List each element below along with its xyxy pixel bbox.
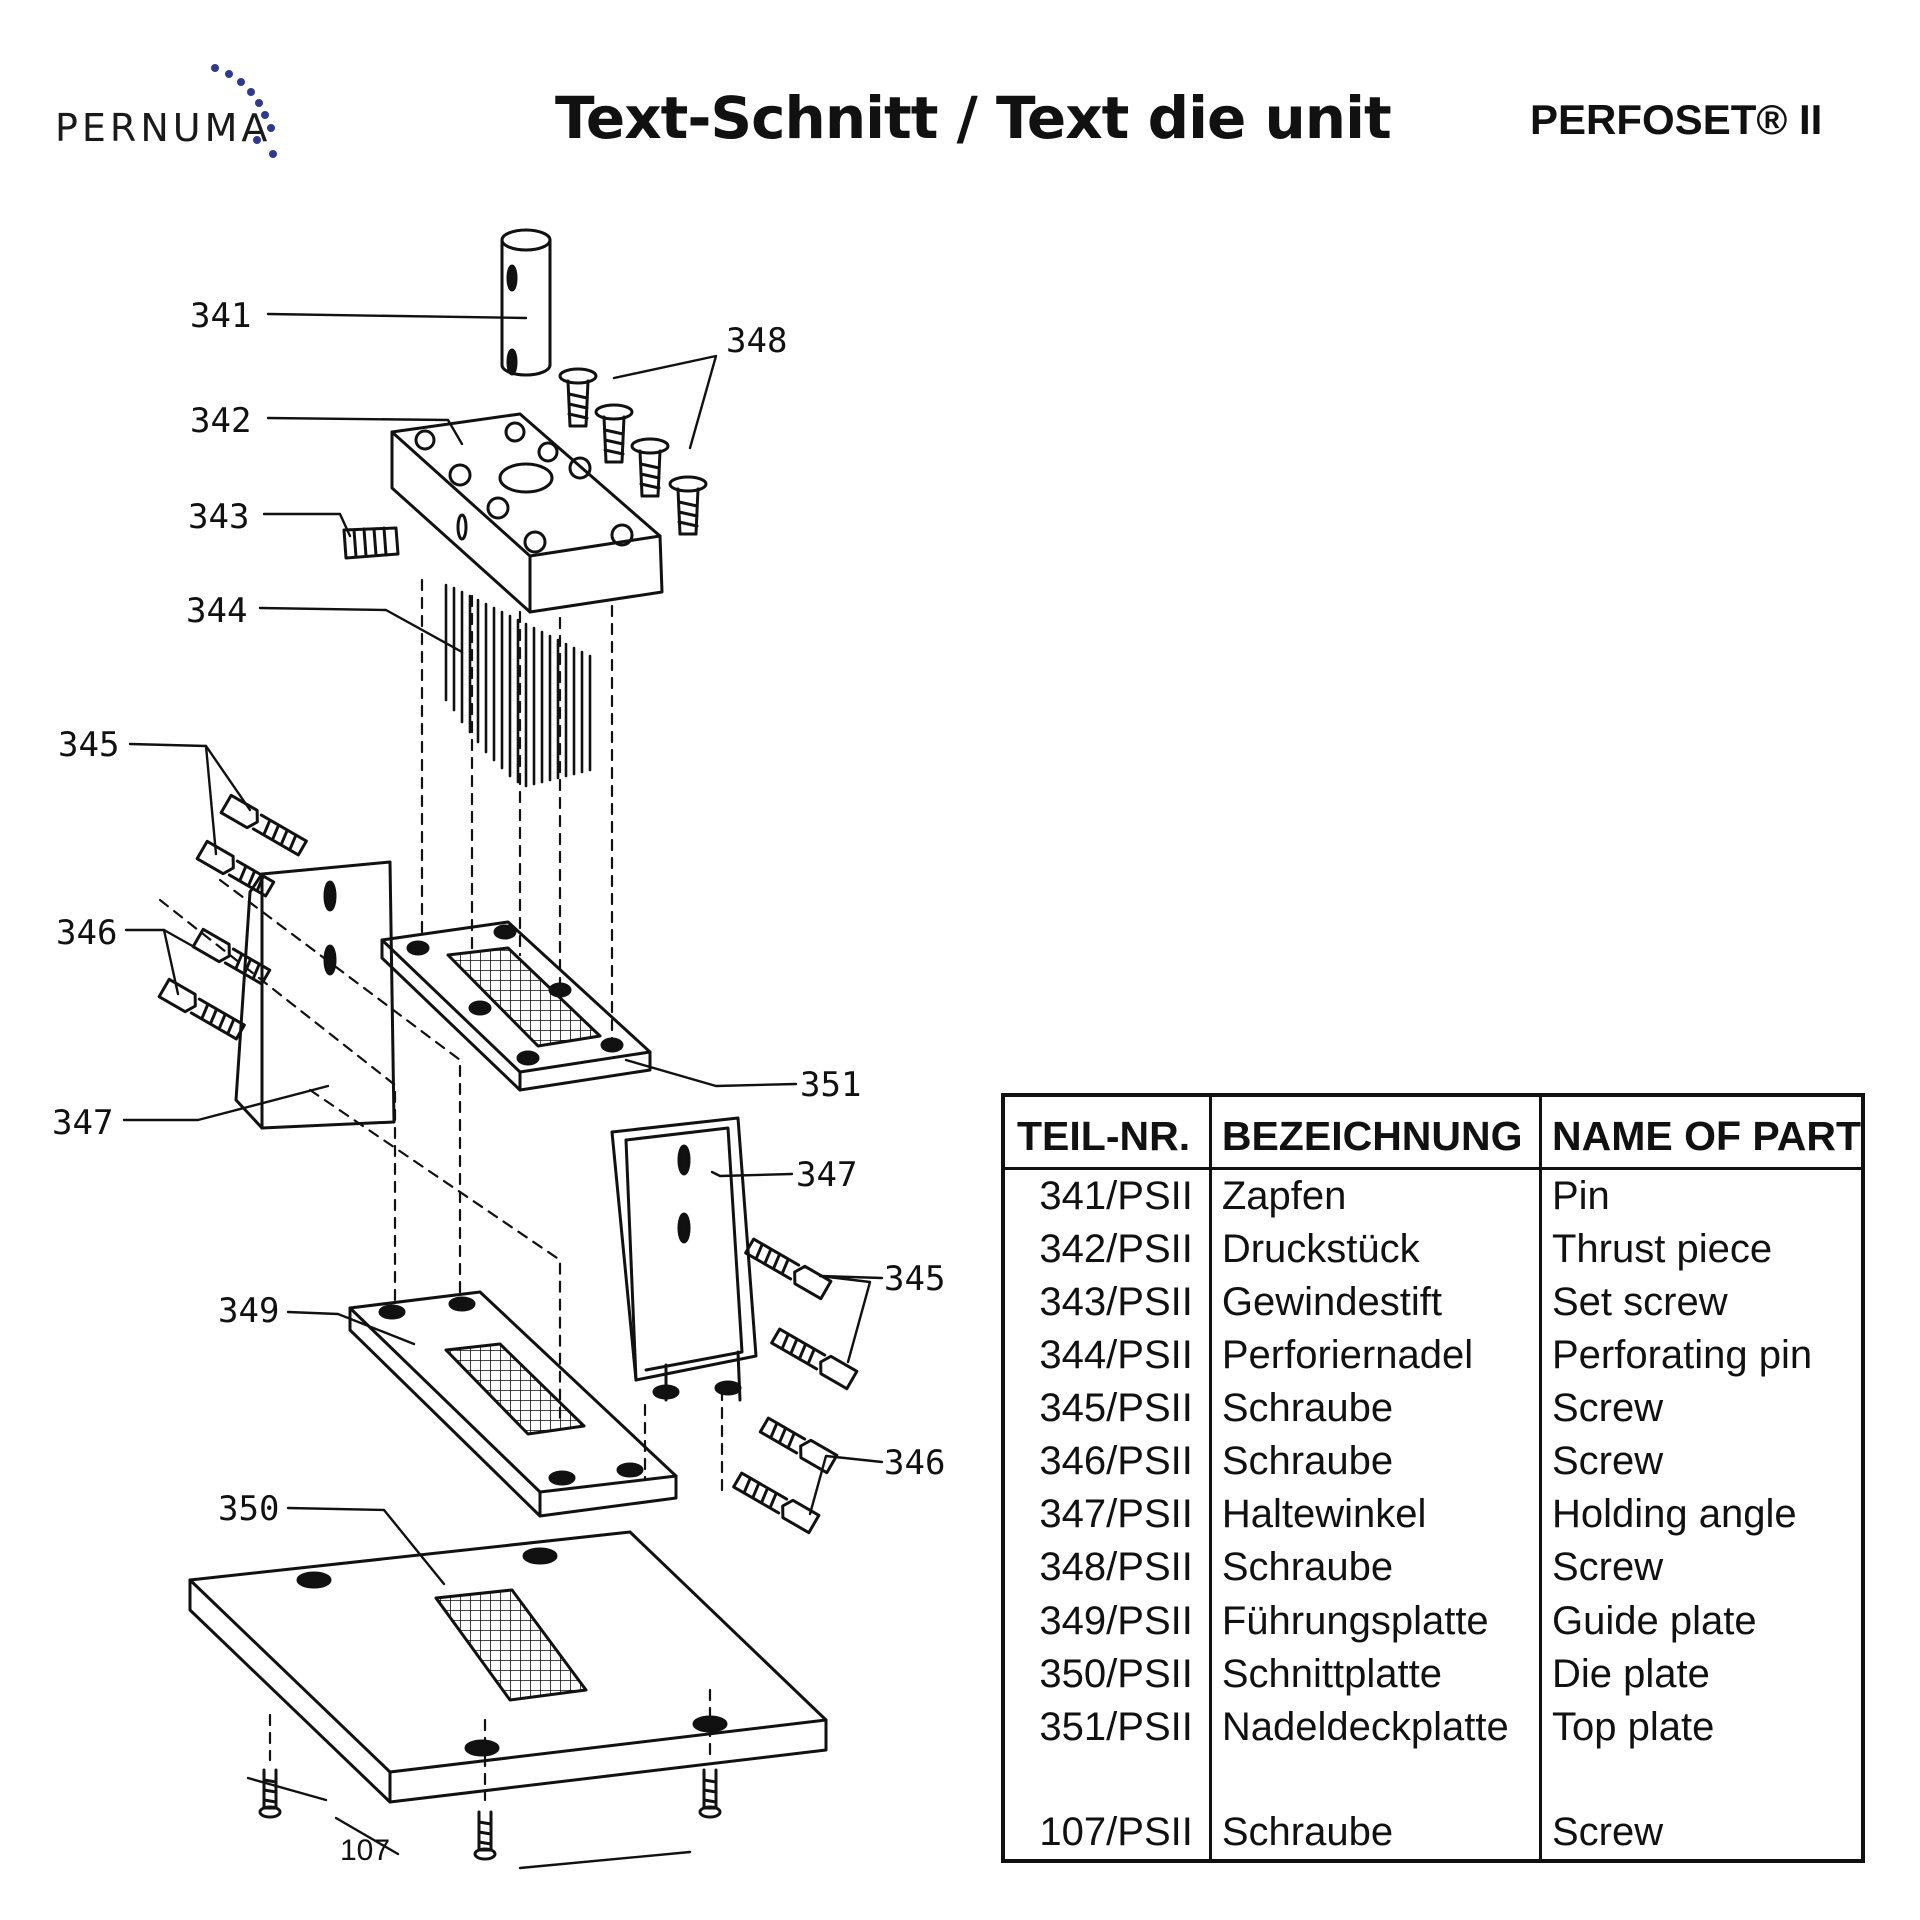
table-spacer-row [1005,1753,1861,1806]
part-name-en: Holding angle [1551,1492,1797,1537]
part-name-de: Zapfen [1210,1168,1542,1224]
callout-347-left: 347 [52,1103,113,1143]
part-name-en: Die plate [1551,1651,1710,1696]
callout-351: 351 [800,1065,861,1105]
part-name-de: Haltewinkel [1210,1488,1542,1542]
callout-348: 348 [726,321,787,361]
pernuma-logo: PERNUMA [55,62,295,162]
part-number: 346/PSII [1005,1435,1212,1489]
part-name-de: Führungsplatte [1210,1594,1542,1648]
leader-lines [122,312,884,1870]
parts-table: TEIL-NR. BEZEICHNUNG NAME OF PART 341/PS… [1001,1093,1865,1863]
callout-342: 342 [190,401,251,441]
part-name-de: Perforiernadel [1210,1329,1542,1383]
table-row: 351/PSII Nadeldeckplatte Top plate [1005,1700,1861,1754]
part-number: 345/PSII [1005,1382,1212,1436]
part-number: 107/PSII [1005,1805,1212,1859]
holding-angle-347-right [610,1116,758,1402]
part-name-de: Schraube [1210,1541,1542,1595]
callout-345-left: 345 [58,725,119,765]
part-name-de: Schraube [1210,1435,1542,1489]
alignment-lines [158,578,724,1802]
guide-plate-349 [348,1290,678,1518]
brand-name: PERNUMA [55,106,272,150]
header-name-of-part: NAME OF PART [1540,1097,1861,1170]
callout-343: 343 [188,497,249,537]
table-row: 341/PSII Zapfen Pin [1005,1168,1861,1224]
part-name-de: Schraube [1210,1382,1542,1436]
table-row: 350/PSII Schnittplatte Die plate [1005,1647,1861,1701]
part-name-en: Pin [1551,1174,1610,1219]
table-header-row: TEIL-NR. BEZEICHNUNG NAME OF PART [1005,1097,1861,1170]
callout-341: 341 [190,296,251,336]
pin-341 [500,228,552,377]
part-name-en: Thrust piece [1551,1227,1773,1272]
table-row: 347/PSII Haltewinkel Holding angle [1005,1488,1861,1542]
part-name-en: Guide plate [1551,1598,1757,1643]
header-part-number: TEIL-NR. [1005,1097,1212,1170]
part-number: 344/PSII [1005,1329,1212,1383]
part-name-en: Set screw [1551,1280,1728,1325]
part-number [1005,1753,1212,1806]
part-name-en: Perforating pin [1551,1333,1813,1378]
die-plate-350 [188,1530,828,1804]
callout-107: 107 [340,1834,390,1867]
part-number: 350/PSII [1005,1647,1212,1701]
screws-107 [258,1768,722,1861]
part-number: 341/PSII [1005,1168,1212,1224]
part-name-en: Screw [1551,1439,1664,1484]
logo-dots-icon [211,64,277,158]
table-row: 342/PSII Druckstück Thrust piece [1005,1223,1861,1277]
part-name-de: Druckstück [1210,1223,1542,1277]
callout-344: 344 [186,591,247,631]
part-name-en [1540,1754,1861,1806]
callout-350: 350 [218,1489,279,1529]
screws-345-346-right [732,1237,859,1535]
part-name-en: Screw [1551,1809,1664,1854]
product-name: PERFOSET® II [1530,96,1823,143]
callout-346-right: 346 [884,1443,945,1483]
part-name-de: Schraube [1210,1805,1542,1859]
table-row: 107/PSII Schraube Screw [1005,1805,1861,1859]
part-name-de: Gewindestift [1210,1276,1542,1330]
callout-346-left: 346 [56,913,117,953]
part-number: 351/PSII [1005,1700,1212,1754]
table-row: 346/PSII Schraube Screw [1005,1435,1861,1489]
screws-348 [558,367,708,536]
part-name-de: Nadeldeckplatte [1210,1700,1542,1754]
table-row: 345/PSII Schraube Screw [1005,1382,1861,1436]
callout-345-right: 345 [884,1259,945,1299]
part-name-en: Top plate [1551,1704,1715,1749]
part-name-de [1210,1753,1542,1806]
perforating-pins-344 [444,583,592,788]
page-title: Text-Schnitt / Text die unit [555,84,1392,152]
part-number: 348/PSII [1005,1541,1212,1595]
callout-347-right: 347 [796,1155,857,1195]
part-number: 347/PSII [1005,1488,1212,1542]
holding-angle-347-left [234,860,396,1130]
part-name-en: Screw [1551,1386,1664,1431]
part-name-en: Screw [1551,1545,1664,1590]
part-number: 342/PSII [1005,1223,1212,1277]
thrust-piece-342 [390,412,664,614]
part-number: 349/PSII [1005,1594,1212,1648]
table-row: 344/PSII Perforiernadel Perforating pin [1005,1329,1861,1383]
part-number: 343/PSII [1005,1276,1212,1330]
top-plate-351 [380,920,652,1092]
callout-349: 349 [218,1291,279,1331]
set-screw-343 [342,526,400,560]
table-row: 349/PSII Führungsplatte Guide plate [1005,1594,1861,1648]
header-bezeichnung: BEZEICHNUNG [1210,1097,1542,1170]
table-row: 348/PSII Schraube Screw [1005,1541,1861,1595]
table-row: 343/PSII Gewindestift Set screw [1005,1276,1861,1330]
part-name-de: Schnittplatte [1210,1647,1542,1701]
